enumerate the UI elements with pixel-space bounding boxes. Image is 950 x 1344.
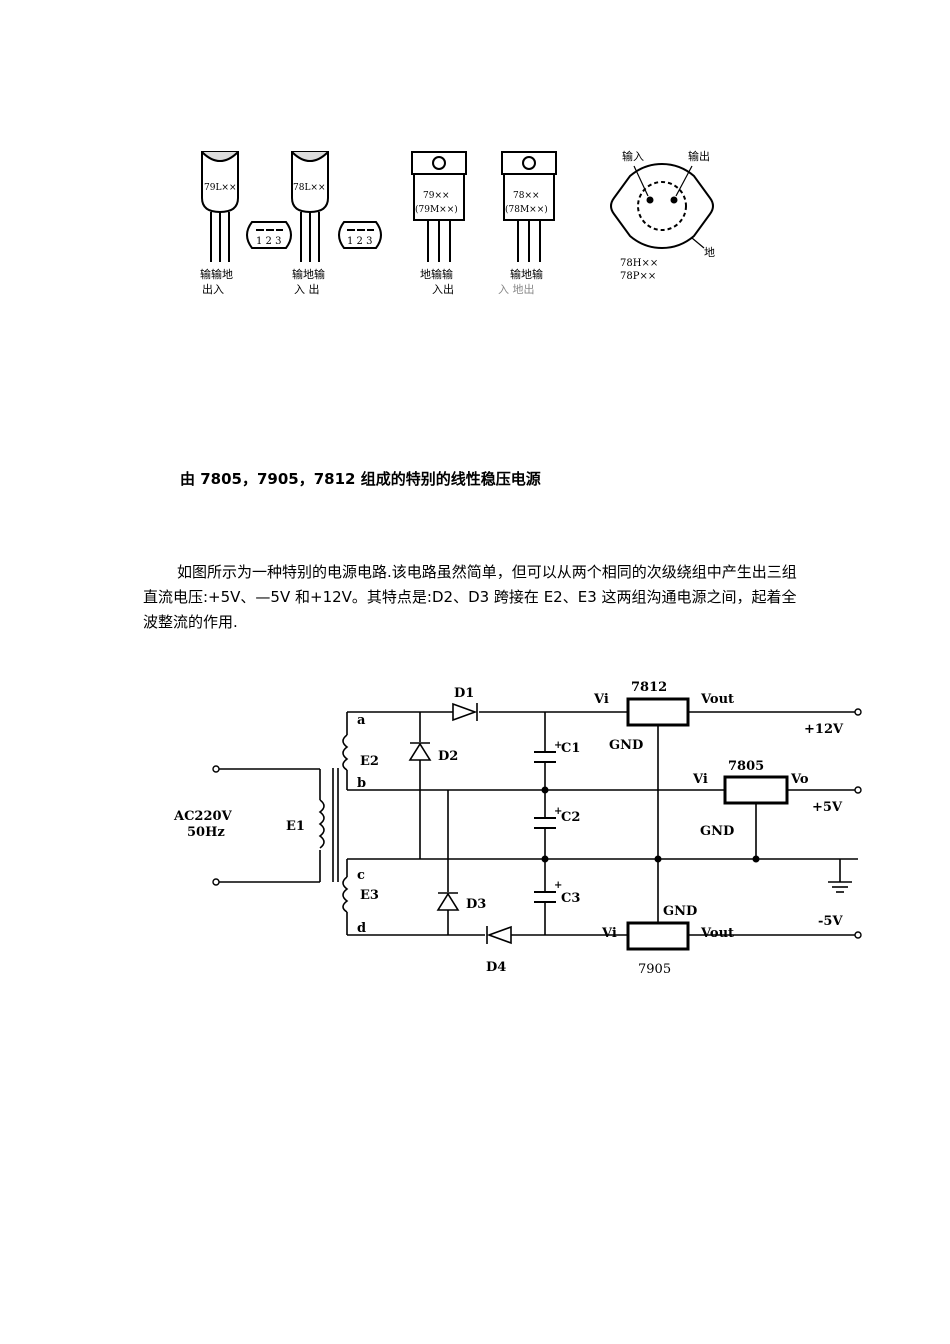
out-bot-label: -5V — [818, 914, 843, 929]
tap-b-label: b — [357, 776, 366, 791]
cap-c3-plus: + — [554, 880, 562, 891]
schematic-wires — [216, 711, 858, 936]
reg-bot-in: Vi — [601, 926, 617, 941]
cap-c2-plus: + — [554, 806, 562, 817]
out-mid-label: +5V — [812, 800, 843, 815]
to92-a-pin-label-2: 出入 — [202, 282, 224, 296]
to3-marking-2: 78P×× — [620, 271, 656, 282]
reg-top-name: 7812 — [631, 680, 667, 695]
to92-a-bottom-view — [246, 221, 292, 249]
diode-d1 — [452, 702, 478, 722]
to220-b-marking-1: 78×× — [513, 191, 540, 201]
reg-top-in: Vi — [593, 692, 609, 707]
primary-label: E1 — [286, 819, 305, 834]
power-supply-schematic: AC220V 50Hz E1 a E2 b c E3 d D1 D2 D3 D4… — [173, 680, 862, 977]
diode-d2 — [408, 742, 432, 761]
reg-top-out: Vout — [700, 692, 734, 707]
diode-d3 — [436, 892, 460, 911]
body-paragraph: 如图所示为一种特别的电源电路.该电路虽然简单，但可以从两个相同的次级绕组中产生出… — [143, 563, 797, 631]
to92-b-bottom-view — [338, 221, 382, 249]
to3-output-label: 输出 — [688, 149, 710, 163]
section-heading: 由 7805，7905，7812 组成的特别的线性稳压电源 — [180, 470, 541, 488]
to220-a-marking-1: 79×× — [423, 191, 450, 201]
reg-top-gnd: GND — [609, 738, 643, 753]
diode-d4 — [486, 925, 512, 945]
reg-mid-out: Vo — [790, 772, 809, 787]
transformer — [318, 734, 349, 913]
to92-a-marking: 79L×× — [204, 183, 237, 193]
to92-b-pin-label-1: 输地输 — [292, 267, 325, 281]
capacitors — [534, 751, 556, 903]
source-label-1: AC220V — [173, 809, 233, 824]
reg-mid-gnd: GND — [700, 824, 734, 839]
reg-mid-name: 7805 — [728, 759, 764, 774]
junction-dots — [541, 786, 760, 863]
to92-package-79l — [201, 151, 239, 262]
tap-d-label: d — [357, 921, 366, 936]
regulator-boxes — [626, 697, 789, 951]
to3-package — [610, 162, 714, 250]
to220-a-pin-label-2: 入出 — [432, 282, 454, 296]
out-top-label: +12V — [804, 722, 844, 737]
diode-d1-label: D1 — [454, 686, 474, 701]
diode-d2-label: D2 — [438, 749, 458, 764]
secondary-top-label: E2 — [360, 754, 379, 769]
reg-bot-name: 7905 — [638, 962, 671, 977]
to92-b-pin-label-2: 入 出 — [294, 282, 320, 296]
cap-c1-label: C1 — [561, 741, 580, 756]
reg-mid-in: Vi — [692, 772, 708, 787]
tap-a-label: a — [357, 713, 366, 728]
secondary-bottom-label: E3 — [360, 888, 379, 903]
cap-c1-plus: + — [554, 740, 562, 751]
to92-package-78l — [291, 151, 329, 262]
to3-ground-label: 地 — [704, 246, 715, 259]
to92-b-marking: 78L×× — [293, 183, 326, 193]
diode-d4-label: D4 — [486, 960, 506, 975]
tap-c-label: c — [357, 868, 365, 883]
regulator-package-figure: 79L×× 1 2 3 输输地 出入 78L×× 1 2 3 输地输 入 出 — [200, 149, 715, 296]
to92-a-pin-numbers: 1 2 3 — [256, 236, 281, 247]
reg-bot-out: Vout — [700, 926, 734, 941]
cap-c3-label: C3 — [561, 891, 580, 906]
to220-b-pin-label-2: 入 地出 — [498, 282, 535, 296]
to220-a-pin-label-1: 地输输 — [420, 267, 453, 281]
to92-b-pin-numbers: 1 2 3 — [347, 236, 372, 247]
to220-b-pin-label-1: 输地输 — [510, 267, 543, 281]
to220-a-marking-2: (79M××) — [415, 204, 458, 215]
terminals — [212, 708, 862, 939]
diode-d3-label: D3 — [466, 897, 486, 912]
to3-marking-1: 78H×× — [620, 258, 658, 269]
to220-b-marking-2: (78M××) — [505, 204, 548, 215]
cap-c2-label: C2 — [561, 810, 580, 825]
to92-a-pin-label-1: 输输地 — [200, 267, 233, 281]
to3-input-label: 输入 — [622, 149, 644, 163]
reg-bot-gnd: GND — [663, 904, 697, 919]
to220-package-79 — [411, 151, 467, 262]
source-label-2: 50Hz — [187, 825, 225, 840]
to220-package-78 — [501, 151, 557, 262]
